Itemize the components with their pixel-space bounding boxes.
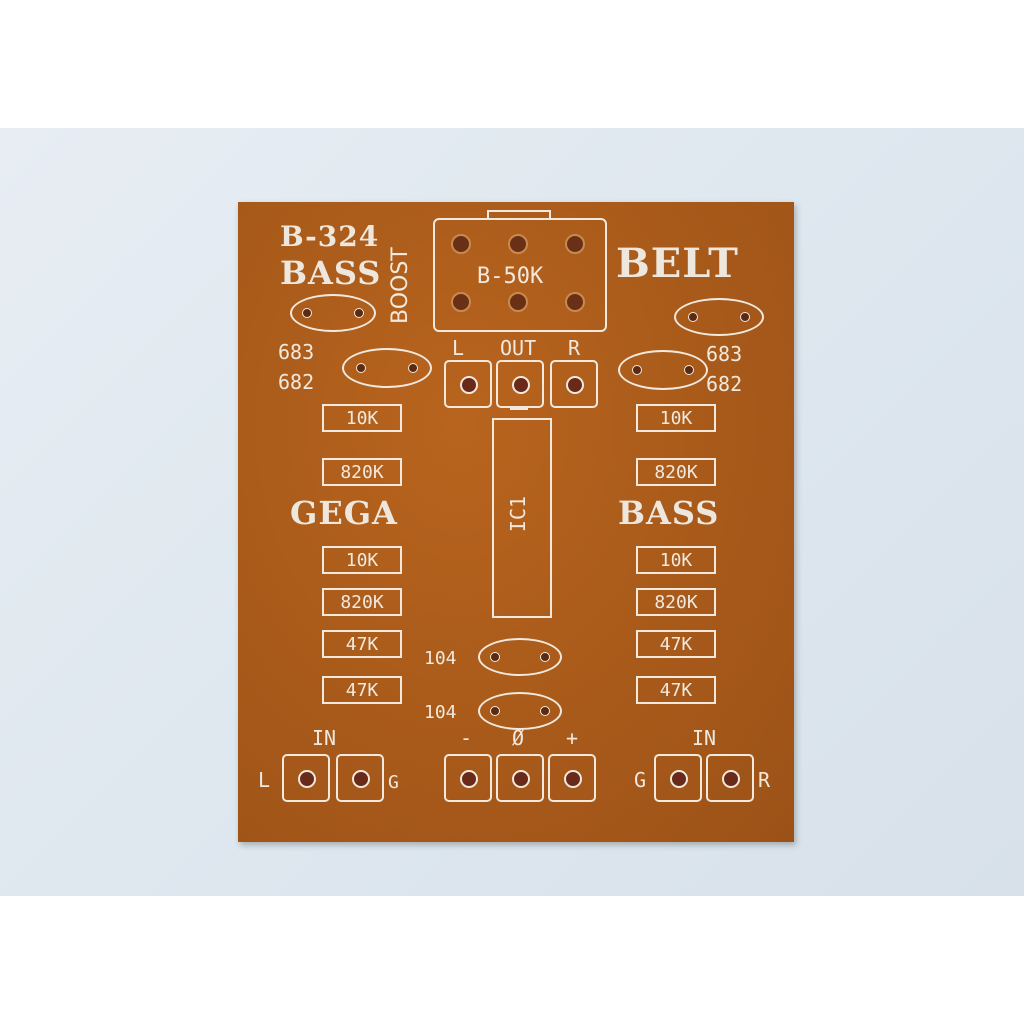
ic-label: IC1 [506,495,531,533]
cap-value: 683 [278,340,315,364]
cap-value: 683 [706,342,743,366]
ground-symbol [510,408,528,424]
pot-hole [451,234,471,254]
input-right-g: G [634,768,647,792]
capacitor-footprint [342,348,432,388]
boost-label: BOOST [388,247,413,324]
ic-footprint [492,418,552,618]
resistor: 820K [636,458,716,486]
pot-tab [487,210,551,220]
resistor: 820K [636,588,716,616]
resistor: 820K [322,458,402,486]
input-right-r: R [758,768,771,792]
pcb-board: B-324 BASS BOOST B-50K BELT 683 682 683 … [238,202,794,842]
capacitor-footprint [290,294,376,332]
out-left-label: L [452,336,465,360]
out-title: OUT [500,336,537,360]
input-right-title: IN [692,726,717,750]
pot-hole [565,292,585,312]
resistor: 47K [636,676,716,704]
input-left-l: L [258,768,271,792]
resistor: 47K [636,630,716,658]
gega-title: GEGA [290,494,398,532]
model-label: B-324 [280,220,380,253]
resistor: 47K [322,630,402,658]
pot-hole [508,234,528,254]
capacitor-footprint [478,692,562,730]
input-right-pad-r [706,754,754,802]
potentiometer-footprint: B-50K [433,210,607,332]
power-pad-plus [548,754,596,802]
resistor: 820K [322,588,402,616]
capacitor-footprint [618,350,708,390]
pot-hole [565,234,585,254]
input-right-pad-g [654,754,702,802]
input-left-title: IN [312,726,337,750]
input-left-pad-g [336,754,384,802]
pot-label: B-50K [477,264,544,289]
input-left-g: G [388,772,399,793]
power-pad-ground [496,754,544,802]
out-pad-right [550,360,598,408]
resistor: 10K [322,546,402,574]
out-pad-center [496,360,544,408]
pot-hole [451,292,471,312]
cap-value: 682 [706,372,743,396]
cap-value: 104 [424,648,457,669]
power-plus-label: + [566,726,579,750]
cap-value: 104 [424,702,457,723]
out-pad-left [444,360,492,408]
pot-hole [508,292,528,312]
resistor: 10K [636,404,716,432]
resistor: 47K [322,676,402,704]
resistor: 10K [322,404,402,432]
power-zero-label: Ø [512,726,525,750]
power-minus-label: - [460,726,473,750]
cap-value: 682 [278,370,315,394]
capacitor-footprint [674,298,764,336]
resistor: 10K [636,546,716,574]
bass-mid-title: BASS [618,494,720,532]
belt-title: BELT [616,240,739,287]
bass-title: BASS [280,254,382,292]
power-pad-minus [444,754,492,802]
capacitor-footprint [478,638,562,676]
input-left-pad-l [282,754,330,802]
out-right-label: R [568,336,581,360]
